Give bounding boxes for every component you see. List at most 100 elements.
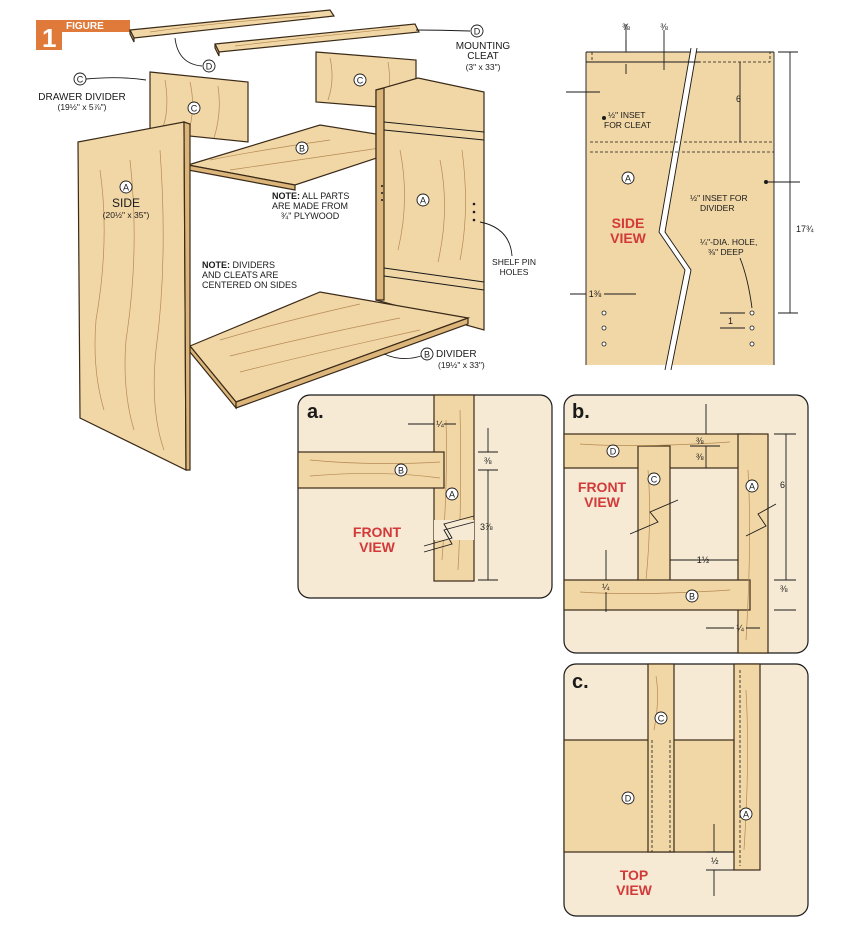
detail-b-dim-38-mid: ⅜ [696, 452, 704, 462]
detail-c-letter-d: D [625, 794, 632, 804]
right-side-dados [383, 121, 485, 291]
left-side-face [77, 121, 187, 471]
detail-b-title: b. [572, 401, 590, 423]
sv-dim-17-line [778, 51, 798, 314]
sv-dim-17: 17¾ [796, 224, 814, 234]
detail-b-c-circle [647, 472, 661, 486]
upper-divider [187, 124, 426, 191]
pin-label-2: HOLES [500, 267, 529, 277]
detail-a-letter-b: B [398, 466, 404, 476]
cleat-letter-right: D [474, 27, 481, 37]
detail-b-dim-38-right: ⅜ [780, 584, 788, 594]
detail-b-side [737, 433, 769, 654]
detail-b-view-1: FRONT [578, 479, 627, 495]
detail-b-letter-b: B [689, 592, 695, 602]
detail-a-letter-a: A [449, 490, 455, 500]
detail-c-grain [653, 675, 748, 851]
drawer-divider-size: (19½" x 5⅞") [57, 102, 106, 112]
cleat-upper-edge [129, 29, 135, 43]
detail-c-letter-a: A [743, 810, 749, 820]
detail-b-grain [579, 441, 750, 641]
cleat-name-2: CLEAT [467, 51, 499, 62]
detail-a-a-circle [445, 487, 459, 501]
side-pin-6 [749, 341, 755, 347]
detail-c-view-1: TOP [620, 867, 649, 883]
side-pin-3 [601, 341, 607, 347]
left-side-letter: A [123, 183, 129, 193]
detail-b-b-circle [685, 589, 699, 603]
detail-c-a-circle [739, 807, 753, 821]
sv-title-2: VIEW [610, 230, 647, 246]
pin-leader [479, 221, 513, 257]
sv-hole-leader [739, 257, 753, 309]
divider-label-circle [420, 347, 434, 361]
cleat-leader-left [174, 37, 203, 67]
right-side-face [375, 77, 485, 331]
badge-label: FIGURE [66, 21, 104, 32]
cleat-size: (3" x 33") [466, 62, 501, 72]
sv-inset-cleat-2: FOR CLEAT [604, 120, 651, 130]
detail-c-letter-c: C [658, 714, 665, 724]
divider-dado [590, 141, 774, 153]
cleat-inset-dot [602, 116, 606, 120]
divider-name: DIVIDER [436, 349, 477, 360]
pin-label-1: SHELF PIN [492, 257, 536, 267]
detail-c-c-circle [654, 711, 668, 725]
side-pin-2 [601, 325, 607, 331]
figure-badge: 1 FIGURE [36, 20, 130, 53]
detail-b-divider [563, 579, 751, 611]
cleat-letter-left: D [206, 62, 213, 72]
sv-circle [621, 171, 635, 185]
side-pin-5 [749, 325, 755, 331]
drawer-divider-right-circle [353, 73, 367, 87]
detail-c-title: c. [572, 671, 589, 693]
side-view [585, 47, 775, 371]
side-view-outline [585, 51, 775, 365]
detail-a-break [434, 520, 474, 540]
note2-line2: AND CLEATS ARE [202, 270, 278, 280]
detail-b-dim-14-left: ¼ [602, 582, 610, 592]
divider-leader [383, 353, 422, 359]
sv-dim-top-right: ⅜ [660, 22, 668, 32]
detail-b-dim-14-bottom: ¼ [736, 623, 744, 633]
cleat-leader-right [415, 29, 471, 32]
detail-b-view-2: VIEW [584, 494, 621, 510]
pin-hole-5 [381, 192, 383, 194]
left-side-size: (20½" x 35") [103, 210, 150, 220]
cleat-lower-edge [214, 43, 220, 57]
drawer-divider-leader [85, 77, 147, 81]
detail-c-d-circle [621, 791, 635, 805]
lower-divider [189, 291, 471, 410]
upper-divider-circle [295, 141, 309, 155]
detail-c-dim-12: ½ [711, 856, 719, 866]
left-side-circle [119, 180, 133, 194]
upper-divider-grain [209, 139, 381, 171]
sv-dim-138: 1⅜ [589, 289, 602, 299]
sv-inset-div-1: ½" INSET FOR [690, 193, 748, 203]
sv-hole-1: ¼"-DIA. HOLE, [700, 237, 757, 247]
side-view-break-gap [659, 47, 697, 371]
badge-box [36, 20, 62, 50]
drawer-divider-name: DRAWER DIVIDER [38, 92, 125, 103]
right-side-circle [416, 193, 430, 207]
detail-b: b. FRONT VIEW ⅜ ⅜ 6 1½ ¼ ⅜ ¼ D C A B [563, 394, 809, 654]
detail-a-dim-14: ¼ [436, 419, 444, 429]
detail-b-breaks [629, 499, 777, 537]
detail-a-panel [297, 394, 553, 599]
detail-a-b-circle [394, 463, 408, 477]
left-side-grain [94, 149, 165, 451]
detail-b-dim-6: 6 [780, 480, 785, 490]
side-pin-1 [601, 310, 607, 316]
drawer-divider-right-letter: C [357, 76, 364, 86]
upper-divider-letter: B [299, 144, 305, 154]
pin-hole-1 [472, 202, 476, 206]
drawer-divider-left-circle [187, 101, 201, 115]
sv-dim-6: 6 [736, 94, 741, 104]
note1-line2: ARE MADE FROM [272, 201, 348, 211]
detail-a-dim-378: 3⅞ [480, 522, 493, 532]
sv-dim-top-left: ⅜ [622, 22, 630, 32]
detail-b-d-circle [606, 444, 620, 458]
note2-line3: CENTERED ON SIDES [202, 280, 297, 290]
cleat-circle-right [470, 24, 484, 38]
